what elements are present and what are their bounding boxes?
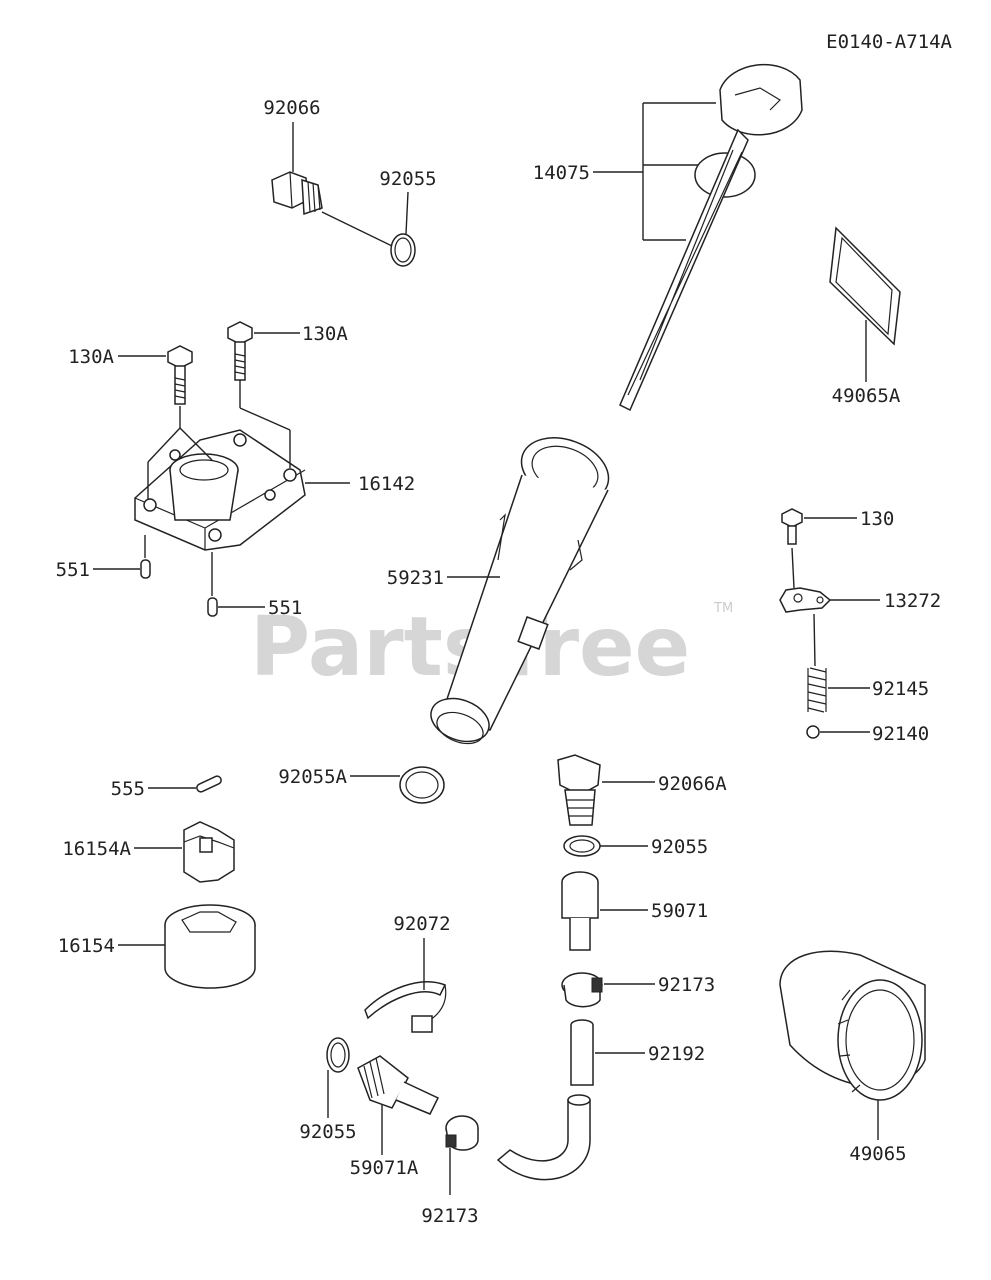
label-92066A[interactable]: 92066A: [658, 773, 727, 795]
part-551-pin-left[interactable]: [140, 559, 151, 579]
part-92173-clamp-right[interactable]: [561, 972, 603, 1008]
part-49065-oil-filter[interactable]: [779, 950, 926, 1101]
label-555[interactable]: 555: [111, 778, 145, 800]
label-16154A[interactable]: 16154A: [62, 838, 131, 860]
part-551-pin-right[interactable]: [207, 597, 218, 617]
label-92173-right[interactable]: 92173: [658, 974, 715, 996]
part-555-pin[interactable]: [196, 775, 223, 793]
label-92055A[interactable]: 92055A: [278, 766, 347, 788]
label-92173-bottom[interactable]: 92173: [421, 1205, 478, 1227]
part-16154-outer-rotor[interactable]: [164, 904, 256, 989]
part-92066A-plug[interactable]: [557, 754, 601, 826]
part-92145-spring[interactable]: [807, 667, 827, 713]
label-130A-right[interactable]: 130A: [302, 323, 348, 345]
part-14075-dipstick[interactable]: [619, 63, 803, 412]
label-92055-mid[interactable]: 92055: [651, 836, 708, 858]
label-551-right[interactable]: 551: [268, 597, 302, 619]
part-92192-hose[interactable]: [496, 1019, 594, 1181]
label-92055-bottom[interactable]: 92055: [299, 1121, 356, 1143]
part-92173-clamp-bottom[interactable]: [445, 1115, 479, 1151]
label-49065A[interactable]: 49065A: [832, 385, 901, 407]
label-130A-left[interactable]: 130A: [68, 346, 114, 368]
part-59071A-fitting[interactable]: [357, 1055, 440, 1115]
diagram-code: E0140-A714A: [826, 31, 952, 53]
label-16154[interactable]: 16154: [58, 935, 115, 957]
part-130-bolt[interactable]: [781, 508, 803, 545]
label-13272[interactable]: 13272: [884, 590, 941, 612]
watermark-trademark: TM: [713, 601, 733, 616]
label-92145[interactable]: 92145: [872, 678, 929, 700]
part-92066-drain-plug[interactable]: [271, 171, 323, 216]
label-59231[interactable]: 59231: [387, 567, 444, 589]
label-92066[interactable]: 92066: [263, 97, 320, 119]
label-92192[interactable]: 92192: [648, 1043, 705, 1065]
part-16142-pump-cover[interactable]: [134, 429, 306, 551]
label-59071[interactable]: 59071: [651, 900, 708, 922]
part-92072-band[interactable]: [364, 981, 447, 1033]
part-16154A-inner-rotor[interactable]: [183, 821, 235, 883]
label-92072[interactable]: 92072: [393, 913, 450, 935]
label-130[interactable]: 130: [860, 508, 894, 530]
part-59231-filler-tube[interactable]: [425, 426, 618, 749]
label-92055-top[interactable]: 92055: [379, 168, 436, 190]
label-14075[interactable]: 14075: [533, 162, 590, 184]
part-49065A-screen[interactable]: [829, 226, 901, 346]
part-13272-bracket[interactable]: [779, 587, 832, 613]
label-49065[interactable]: 49065: [849, 1143, 906, 1165]
part-59071-fitting[interactable]: [561, 871, 599, 951]
part-92140-ball[interactable]: [806, 725, 820, 739]
label-92140[interactable]: 92140: [872, 723, 929, 745]
label-59071A[interactable]: 59071A: [350, 1157, 419, 1179]
label-16142[interactable]: 16142: [358, 473, 415, 495]
label-551-left[interactable]: 551: [56, 559, 90, 581]
part-130A-bolt-right[interactable]: [227, 321, 253, 381]
part-130A-bolt-left[interactable]: [167, 345, 193, 405]
